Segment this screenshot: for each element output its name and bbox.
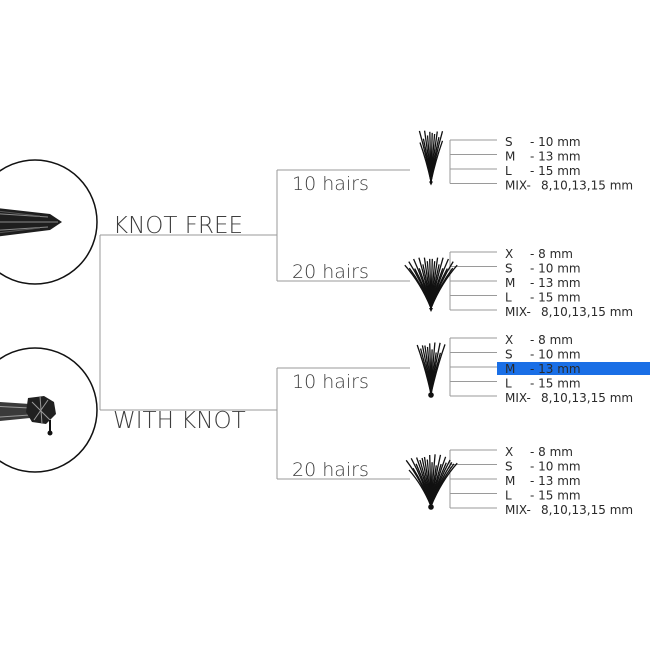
size-value: - 8 mm xyxy=(530,445,573,459)
size-value: - 13 mm xyxy=(530,150,581,164)
hair-count-label: 20 hairs xyxy=(292,459,369,481)
lash-bundle-icon xyxy=(404,257,458,312)
size-value: - 10 mm xyxy=(530,348,581,362)
size-code: X xyxy=(505,445,513,459)
size-value: 8,10,13,15 mm xyxy=(541,391,633,405)
size-code: M xyxy=(505,362,515,376)
size-value: - 15 mm xyxy=(530,164,581,178)
knot-free-closeup-icon xyxy=(0,159,98,285)
size-value: - 10 mm xyxy=(530,135,581,149)
size-code: S xyxy=(505,135,513,149)
size-code: X xyxy=(505,247,513,261)
size-value: - 10 mm xyxy=(530,460,581,474)
size-code: M xyxy=(505,474,515,488)
size-code: S xyxy=(505,348,513,362)
size-value: - 15 mm xyxy=(530,291,581,305)
size-value: - 13 mm xyxy=(530,276,581,290)
selected-size-row[interactable] xyxy=(497,362,650,375)
hair-count-label: 20 hairs xyxy=(292,261,369,283)
hair-count-label: 10 hairs xyxy=(292,173,369,195)
size-value: 8,10,13,15 mm xyxy=(541,305,633,319)
knot-free-label: KNOT FREE xyxy=(113,213,243,239)
lash-bundle-icon xyxy=(416,342,446,398)
with-knot-label: WITH KNOT xyxy=(113,408,246,434)
size-value: - 15 mm xyxy=(530,377,581,391)
size-value: - 13 mm xyxy=(530,474,581,488)
size-code: S xyxy=(505,262,513,276)
size-code: MIX- xyxy=(505,503,531,517)
size-value: - 15 mm xyxy=(530,489,581,503)
size-value: - 13 mm xyxy=(530,362,581,376)
lash-bundle-icon xyxy=(418,130,444,186)
size-value: - 8 mm xyxy=(530,247,573,261)
size-value: 8,10,13,15 mm xyxy=(541,179,633,193)
size-code: L xyxy=(505,164,512,178)
size-code: L xyxy=(505,291,512,305)
lash-bundle-icon xyxy=(405,454,458,510)
size-code: MIX- xyxy=(505,179,531,193)
size-code: L xyxy=(505,377,512,391)
hair-count-label: 10 hairs xyxy=(292,371,369,393)
size-code: L xyxy=(505,489,512,503)
with-knot-closeup-icon xyxy=(0,347,98,473)
size-value: - 10 mm xyxy=(530,262,581,276)
size-value: 8,10,13,15 mm xyxy=(541,503,633,517)
size-code: M xyxy=(505,276,515,290)
size-code: M xyxy=(505,150,515,164)
size-value: - 8 mm xyxy=(530,333,573,347)
size-code: S xyxy=(505,460,513,474)
size-code: MIX- xyxy=(505,305,531,319)
size-code: X xyxy=(505,333,513,347)
size-code: MIX- xyxy=(505,391,531,405)
tree-connector-lines xyxy=(99,139,497,509)
